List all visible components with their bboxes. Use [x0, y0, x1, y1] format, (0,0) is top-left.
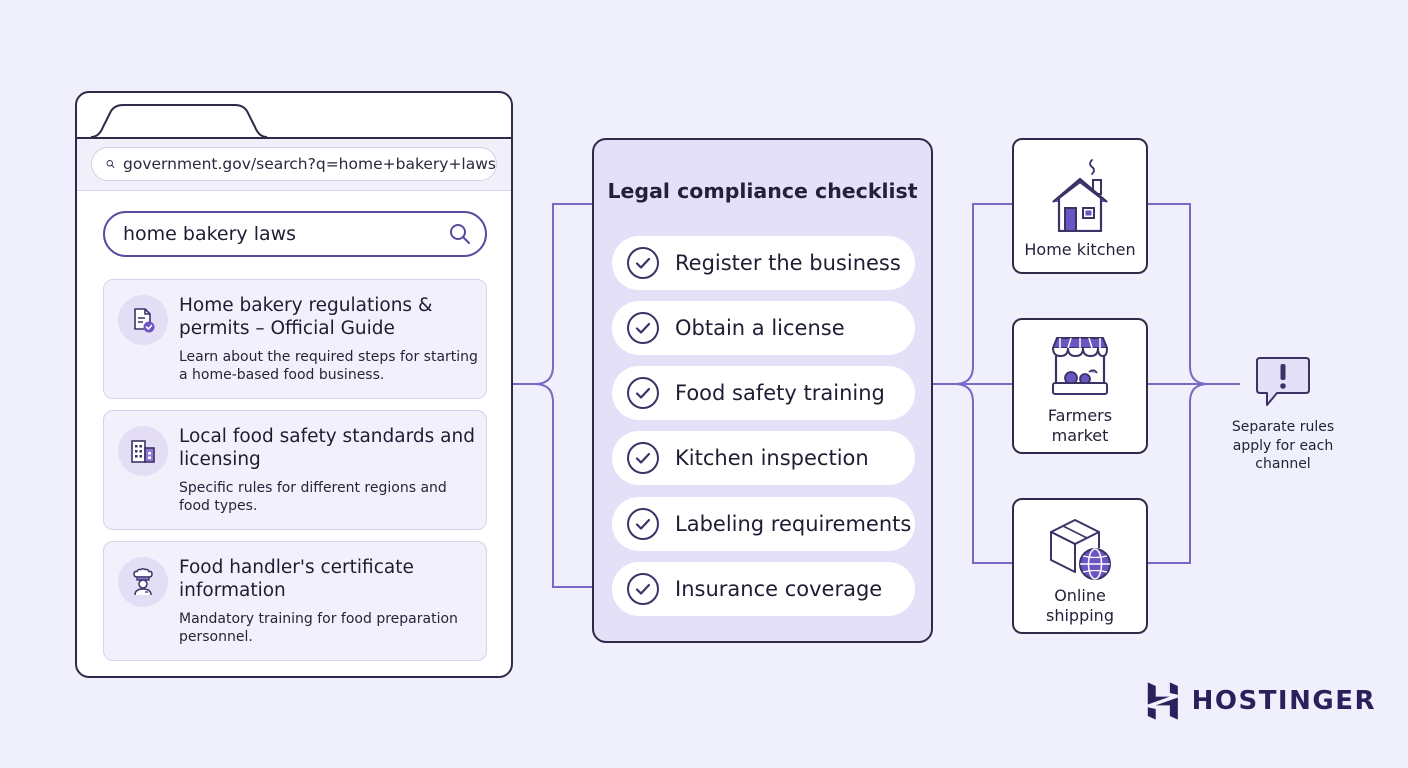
- checklist-item[interactable]: Kitchen inspection: [612, 431, 915, 485]
- result-description: Learn about the required steps for start…: [179, 349, 478, 383]
- channel-label: Online shipping: [1046, 586, 1114, 625]
- brand-name: HOSTINGER: [1191, 686, 1376, 716]
- address-url: government.gov/search?q=home+bakery+laws: [123, 155, 496, 173]
- search-icon: [106, 160, 115, 168]
- result-title[interactable]: Home bakery regulations & permits – Offi…: [179, 295, 433, 339]
- channel-label: Home kitchen: [1024, 240, 1136, 259]
- check-circle-icon: [627, 312, 659, 344]
- hostinger-logo-icon: [1147, 682, 1178, 720]
- check-circle-icon: [627, 247, 659, 279]
- result-description: Mandatory training for food preparation …: [179, 611, 458, 645]
- channel-label: Farmers market: [1047, 406, 1113, 445]
- address-bar[interactable]: government.gov/search?q=home+bakery+laws: [91, 147, 497, 181]
- check-circle-icon: [627, 377, 659, 409]
- result-description: Specific rules for different regions and…: [179, 480, 447, 514]
- checklist-item-label: Kitchen inspection: [675, 446, 869, 470]
- browser-tab[interactable]: [77, 93, 515, 139]
- checklist-item-label: Insurance coverage: [675, 577, 883, 601]
- result-title[interactable]: Local food safety standards and licensin…: [179, 426, 475, 470]
- document-check-icon: [118, 295, 168, 345]
- checklist-item-label: Register the business: [675, 251, 901, 275]
- exclamation-bubble-icon: [1256, 357, 1310, 406]
- browser-window: government.gov/search?q=home+bakery+laws…: [75, 91, 513, 678]
- browser-top-bar: [77, 137, 511, 139]
- checklist-item-label: Obtain a license: [675, 316, 845, 340]
- brand-logo[interactable]: HOSTINGER: [1146, 676, 1376, 726]
- check-circle-icon: [627, 573, 659, 605]
- channel-home-kitchen[interactable]: Home kitchen: [1012, 138, 1148, 274]
- chef-icon: [118, 557, 168, 607]
- building-icon: [118, 426, 168, 476]
- address-bar-area: government.gov/search?q=home+bakery+laws: [77, 139, 511, 191]
- search-query: home bakery laws: [123, 223, 297, 245]
- checklist-item-label: Food safety training: [675, 381, 885, 405]
- channel-online-shipping[interactable]: Online shipping: [1012, 498, 1148, 634]
- search-result[interactable]: Food handler's certificate information M…: [103, 541, 487, 661]
- market-stall-icon: [1014, 334, 1146, 402]
- search-input[interactable]: home bakery laws: [103, 211, 487, 257]
- checklist-item[interactable]: Obtain a license: [612, 301, 915, 355]
- result-title[interactable]: Food handler's certificate information: [179, 557, 414, 601]
- checklist-item[interactable]: Labeling requirements: [612, 497, 915, 551]
- search-result[interactable]: Local food safety standards and licensin…: [103, 410, 487, 530]
- checklist-item[interactable]: Food safety training: [612, 366, 915, 420]
- checklist-item[interactable]: Register the business: [612, 236, 915, 290]
- channel-rules-note: Separate rules apply for each channel: [1231, 419, 1335, 472]
- search-icon[interactable]: [449, 223, 471, 245]
- checklist-title: Legal compliance checklist: [607, 179, 918, 203]
- channel-farmers-market[interactable]: Farmers market: [1012, 318, 1148, 454]
- compliance-checklist: Legal compliance checklist Register the …: [592, 138, 933, 643]
- check-circle-icon: [627, 442, 659, 474]
- search-result[interactable]: Home bakery regulations & permits – Offi…: [103, 279, 487, 399]
- checklist-item[interactable]: Insurance coverage: [612, 562, 915, 616]
- house-icon: [1014, 154, 1146, 232]
- check-circle-icon: [627, 508, 659, 540]
- checklist-item-label: Labeling requirements: [675, 512, 912, 536]
- package-globe-icon: [1014, 514, 1146, 582]
